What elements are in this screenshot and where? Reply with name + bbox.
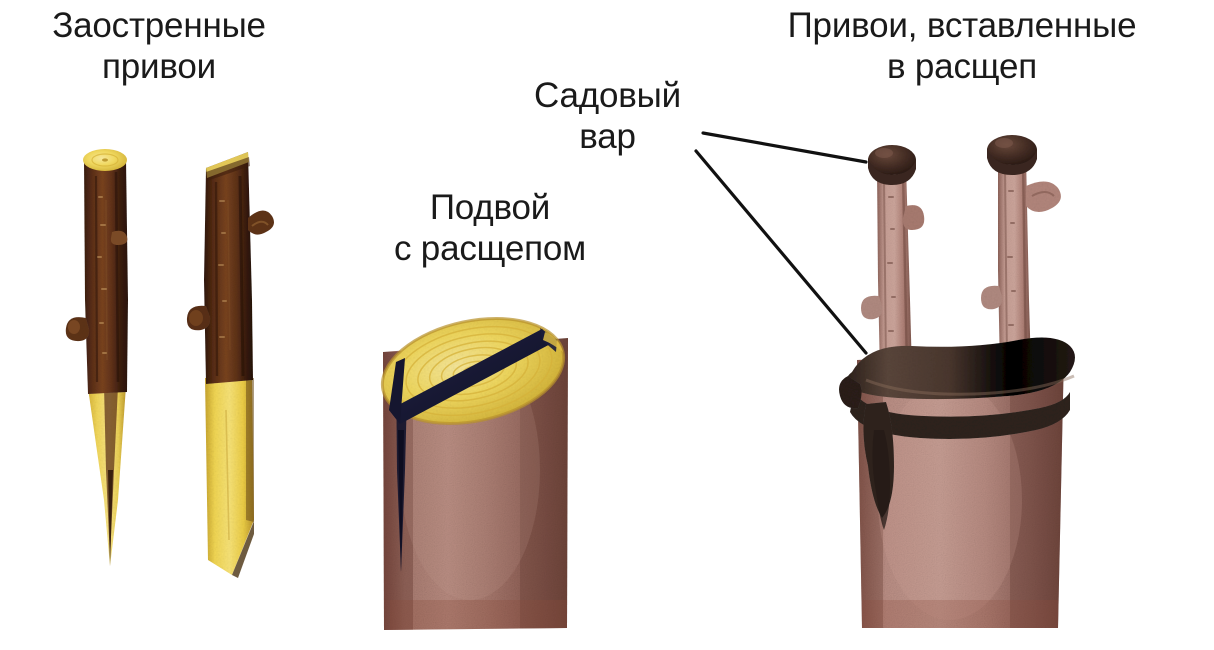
scion-right-bark-streaks: [214, 175, 245, 377]
scion-right-wedge-midline: [225, 409, 230, 541]
rootstock-with-cleft: [380, 316, 568, 630]
scion-right-bud-upper-ridge: [251, 220, 269, 227]
label-garden-pitch: Садовый вар: [534, 76, 681, 156]
scion-right-cut-shadow: [206, 157, 250, 181]
scion-right-wedge-edge: [246, 378, 254, 522]
rootstock-cleft-band: [389, 329, 556, 424]
scion-sharpened-left: [65, 149, 128, 566]
graft-scion-left-pitch-cap-shadow: [868, 158, 916, 185]
graft-scion-right-streaks: [1004, 163, 1028, 367]
graft-pitch-band: [839, 337, 1075, 530]
label-scions-inserted: Привои, вставленные в расщеп: [787, 6, 1137, 86]
graft-assembly: [839, 135, 1075, 628]
graft-pitch-band-upper: [846, 337, 1075, 400]
graft-scion-right-pitch-cap-shadow: [987, 148, 1037, 175]
rootstock-cleft-slit-tip: [398, 430, 404, 572]
graft-scion-right: [981, 135, 1061, 370]
graft-pitch-band-highlight: [865, 374, 1075, 396]
scion-right-wedge-bevel: [232, 521, 254, 578]
leader-lines: [694, 131, 868, 355]
scion-right-wedge: [205, 372, 254, 575]
scion-left-cut-pith: [102, 158, 108, 162]
scion-right-lenticels: [218, 200, 227, 338]
scion-left-wedge-tip: [108, 470, 113, 566]
graft-stock-shading: [857, 352, 1064, 628]
scion-right-bud-lower-highlight: [189, 310, 203, 326]
label-scions-sharpened: Заостренные привои: [52, 6, 266, 86]
scion-left-lenticels: [97, 196, 107, 354]
leader-to-pitch-top: [701, 131, 868, 164]
graft-scion-left: [861, 145, 925, 374]
rootstock-cut-rim: [380, 316, 566, 426]
rootstock-cleft-lip: [543, 332, 563, 352]
graft-scion-right-lenticels: [1007, 190, 1016, 326]
rootstock-cleft-near-edge: [389, 358, 405, 424]
scion-left-cut-ring: [91, 153, 119, 167]
graft-scion-right-bud-upper: [1026, 181, 1061, 213]
graft-scion-left-pitch-cap-highlight: [875, 148, 893, 158]
scion-left-bark-streaks: [94, 171, 120, 383]
graft-scion-left-streaks: [883, 173, 909, 371]
label-rootstock-with-cleft: Подвой с расщепом: [393, 188, 586, 268]
graft-scion-right-bud-upper-ridge: [1031, 191, 1055, 197]
graft-scion-right-bud-lower: [981, 285, 1003, 310]
scion-left-bud-lower-highlight: [68, 320, 80, 334]
graft-scion-left-lenticels: [887, 196, 896, 332]
graft-scion-left-bud-lower: [861, 295, 883, 320]
graft-pitch-drip-core: [872, 430, 890, 530]
scion-sharpened-right: [186, 152, 274, 578]
graft-pitch-blob-left: [839, 376, 862, 409]
graft-pitch-band-lower: [850, 392, 1070, 439]
graft-scion-right-pitch-cap-highlight: [995, 138, 1013, 148]
scion-left-bud-upper: [110, 230, 128, 245]
leader-to-pitch-band: [694, 149, 868, 355]
graft-scion-left-bud-upper: [902, 205, 925, 230]
